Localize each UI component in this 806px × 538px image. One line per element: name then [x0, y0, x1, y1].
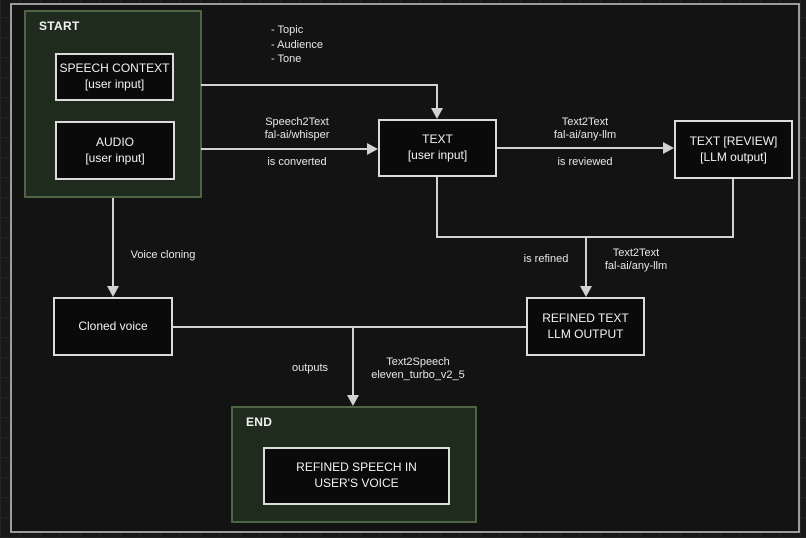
refined-speech-node[interactable]: REFINED SPEECH IN USER'S VOICE — [263, 447, 450, 505]
edge-cloned-to-refined-line — [173, 326, 526, 328]
edge-text-to-review-arrowhead — [663, 142, 674, 154]
text-review-title: TEXT [REVIEW] — [689, 133, 778, 148]
text2speech-line2: eleven_turbo_v2_5 — [371, 369, 465, 381]
edge-review-down-line — [732, 179, 734, 238]
voice-cloning-label: Voice cloning — [130, 249, 196, 261]
text2text-review-line1: Text2Text — [561, 116, 609, 128]
audio-node[interactable]: AUDIO [user input] — [55, 121, 175, 180]
audio-title: AUDIO — [95, 134, 134, 149]
text-subtitle: [user input] — [407, 148, 468, 162]
context-topic-label: - Topic — [271, 24, 304, 36]
refined-speech-title: REFINED SPEECH IN — [296, 460, 417, 475]
edge-text-down-line — [436, 177, 438, 238]
edge-audio-to-text-arrowhead — [367, 143, 378, 155]
speech-context-subtitle: [user input] — [84, 77, 145, 91]
edge-merge-to-refined-line — [585, 238, 587, 287]
is-refined-label: is refined — [523, 253, 569, 265]
text2text-review-label: Text2Text fal-ai/any-llm — [554, 116, 616, 142]
text-node[interactable]: TEXT [user input] — [378, 119, 497, 177]
start-container-title: START — [39, 19, 80, 33]
is-reviewed-label: is reviewed — [557, 156, 613, 168]
edge-start-to-cloned-arrowhead — [107, 286, 119, 297]
edge-merge-to-refined-arrowhead — [580, 286, 592, 297]
start-container[interactable]: START SPEECH CONTEXT [user input] AUDIO … — [24, 10, 202, 198]
text2speech-line1: Text2Speech — [386, 356, 450, 368]
text-review-node[interactable]: TEXT [REVIEW] [LLM output] — [674, 120, 793, 179]
edge-to-end-arrowhead — [347, 395, 359, 406]
refined-speech-subtitle: USER'S VOICE — [314, 476, 399, 490]
speech2text-label: Speech2Text fal-ai/whisper — [265, 116, 330, 142]
refined-text-node[interactable]: REFINED TEXT LLM OUTPUT — [526, 297, 645, 356]
speech2text-model-line1: Speech2Text — [265, 116, 329, 128]
speech-context-node[interactable]: SPEECH CONTEXT [user input] — [55, 53, 174, 101]
context-items-label: - Topic - Audience - Tone — [271, 23, 323, 67]
edge-start-to-cloned-line — [112, 198, 114, 287]
edge-context-to-text-hline — [201, 84, 437, 86]
edge-text-to-review-line — [497, 147, 664, 149]
text2text-refine-label: Text2Text fal-ai/any-llm — [605, 247, 667, 273]
text2text-refine-line2: fal-ai/any-llm — [604, 260, 668, 272]
text-title: TEXT — [422, 132, 453, 147]
text-review-subtitle: [LLM output] — [700, 149, 767, 164]
speech2text-model-line2: fal-ai/whisper — [264, 129, 330, 141]
text2text-review-line2: fal-ai/any-llm — [553, 129, 617, 141]
context-tone-label: - Tone — [271, 53, 302, 65]
context-audience-label: - Audience — [271, 38, 323, 51]
outputs-label: outputs — [291, 362, 329, 374]
refined-text-title: REFINED TEXT — [542, 310, 629, 325]
speech-context-title: SPEECH CONTEXT — [59, 61, 170, 76]
refined-text-subtitle: LLM OUTPUT — [547, 326, 624, 341]
is-converted-label: is converted — [267, 156, 327, 168]
cloned-voice-node[interactable]: Cloned voice — [53, 297, 173, 356]
edge-context-to-text-vline — [436, 84, 438, 109]
end-container[interactable]: END REFINED SPEECH IN USER'S VOICE — [231, 406, 477, 523]
edge-merge-hline — [436, 236, 734, 238]
edge-to-end-line — [352, 327, 354, 396]
cloned-voice-title: Cloned voice — [78, 318, 148, 333]
audio-subtitle: [user input] — [85, 150, 145, 165]
edge-context-to-text-arrowhead — [431, 108, 443, 119]
end-container-title: END — [246, 415, 273, 429]
text2text-refine-line1: Text2Text — [612, 247, 660, 259]
edge-audio-to-text-line — [201, 148, 368, 150]
text2speech-label: Text2Speech eleven_turbo_v2_5 — [371, 356, 465, 382]
